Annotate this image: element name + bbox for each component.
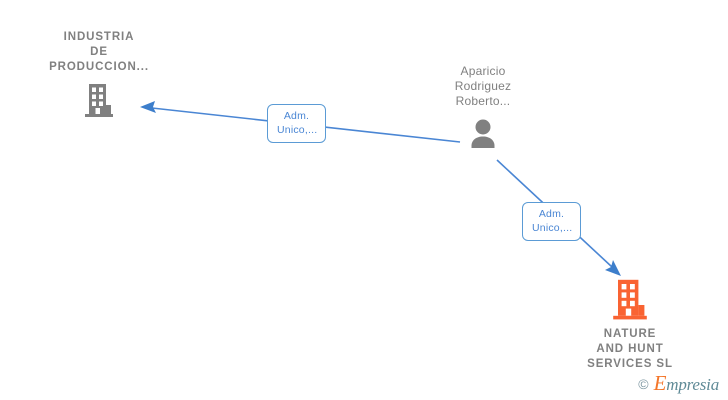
edge-label-person-industria[interactable]: Adm. Unico,... — [267, 104, 326, 143]
building-icon — [85, 84, 113, 117]
watermark: © Empresia — [638, 373, 719, 394]
brand-initial: E — [653, 371, 667, 395]
graph-node-label: Aparicio Rodriguez Roberto... — [454, 64, 512, 108]
graph-node-person[interactable]: Aparicio Rodriguez Roberto... — [413, 64, 553, 151]
copyright-icon: © — [638, 375, 649, 392]
edge-arrowhead — [140, 101, 156, 113]
graph-node-nature[interactable]: NATURE AND HUNT SERVICES SL — [560, 277, 700, 372]
edge-label-person-nature[interactable]: Adm. Unico,... — [522, 202, 581, 241]
edge-arrowhead — [605, 260, 621, 276]
brand-logo: Empresia — [653, 371, 720, 395]
brand-rest: mpresia — [666, 375, 719, 394]
building-icon — [613, 279, 647, 320]
person-icon — [471, 119, 495, 148]
graph-node-industria[interactable]: INDUSTRIA DE PRODUCCION... — [29, 30, 169, 118]
graph-node-label: INDUSTRIA DE PRODUCCION... — [49, 31, 149, 73]
graph-node-label: NATURE AND HUNT SERVICES SL — [587, 328, 673, 370]
